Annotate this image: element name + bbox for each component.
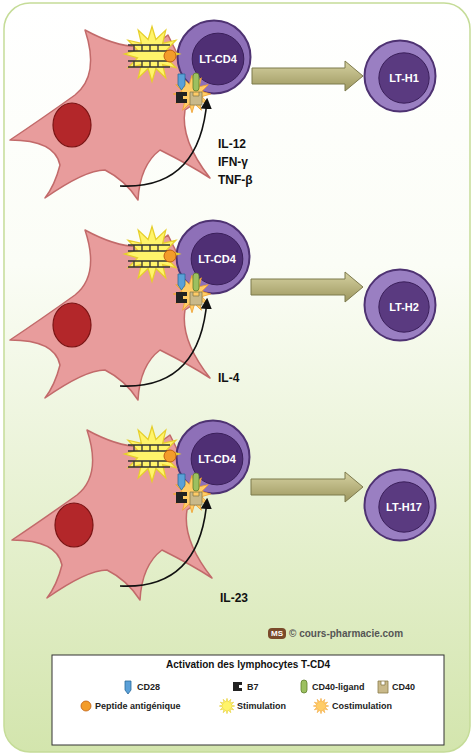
cell-label: LT-CD4 [175,419,251,495]
cd40-symbol [378,681,388,693]
t-cell: LT-H2 [363,268,437,342]
legend-box [52,655,444,745]
synapse [120,427,211,587]
cell-label: LT-CD4 [175,219,251,295]
t-cell: LT-H17 [363,468,437,542]
legend-text: Costimulation [332,701,392,711]
b7-symbol [233,682,242,691]
legend-text: CD28 [137,682,160,692]
cytokine-label: IL-4 [218,371,239,385]
cytokine-label: IL-23 [220,591,248,605]
peptide-symbol [81,701,91,711]
block-arrow [251,272,363,302]
costimulation-symbol [313,698,328,713]
cd40-ligand-symbol [301,680,307,693]
t-cell: LT-CD4 [176,19,252,95]
legend-text: B7 [247,682,259,692]
cell-label: LT-CD4 [176,19,252,95]
synapse [120,27,211,187]
t-cell: LT-H1 [363,39,437,113]
t-cell: LT-CD4 [175,419,251,495]
watermark: © cours-pharmacie.com [289,628,403,639]
logo-mark: MS [268,628,286,639]
cytokine-label: IL-12 [218,137,246,151]
legend-text: Peptide antigénique [95,701,181,711]
legend-title: Activation des lymphocytes T-CD4 [52,659,444,670]
legend-text: CD40 [392,682,415,692]
cytokine-label: TNF-β [218,173,253,187]
stimulation-symbol [219,698,234,713]
cell-label: LT-H2 [363,268,437,342]
block-arrow [252,61,363,91]
synapse [120,227,211,387]
t-cell: LT-CD4 [175,219,251,295]
cell-label: LT-H17 [363,468,437,542]
legend-text: Stimulation [237,701,286,711]
cell-label: LT-H1 [363,39,437,113]
legend-text: CD40-ligand [312,682,365,692]
cytokine-label: IFN-γ [218,155,248,169]
cd28-symbol [125,681,131,694]
block-arrow [251,472,363,502]
background-frame [4,3,470,752]
